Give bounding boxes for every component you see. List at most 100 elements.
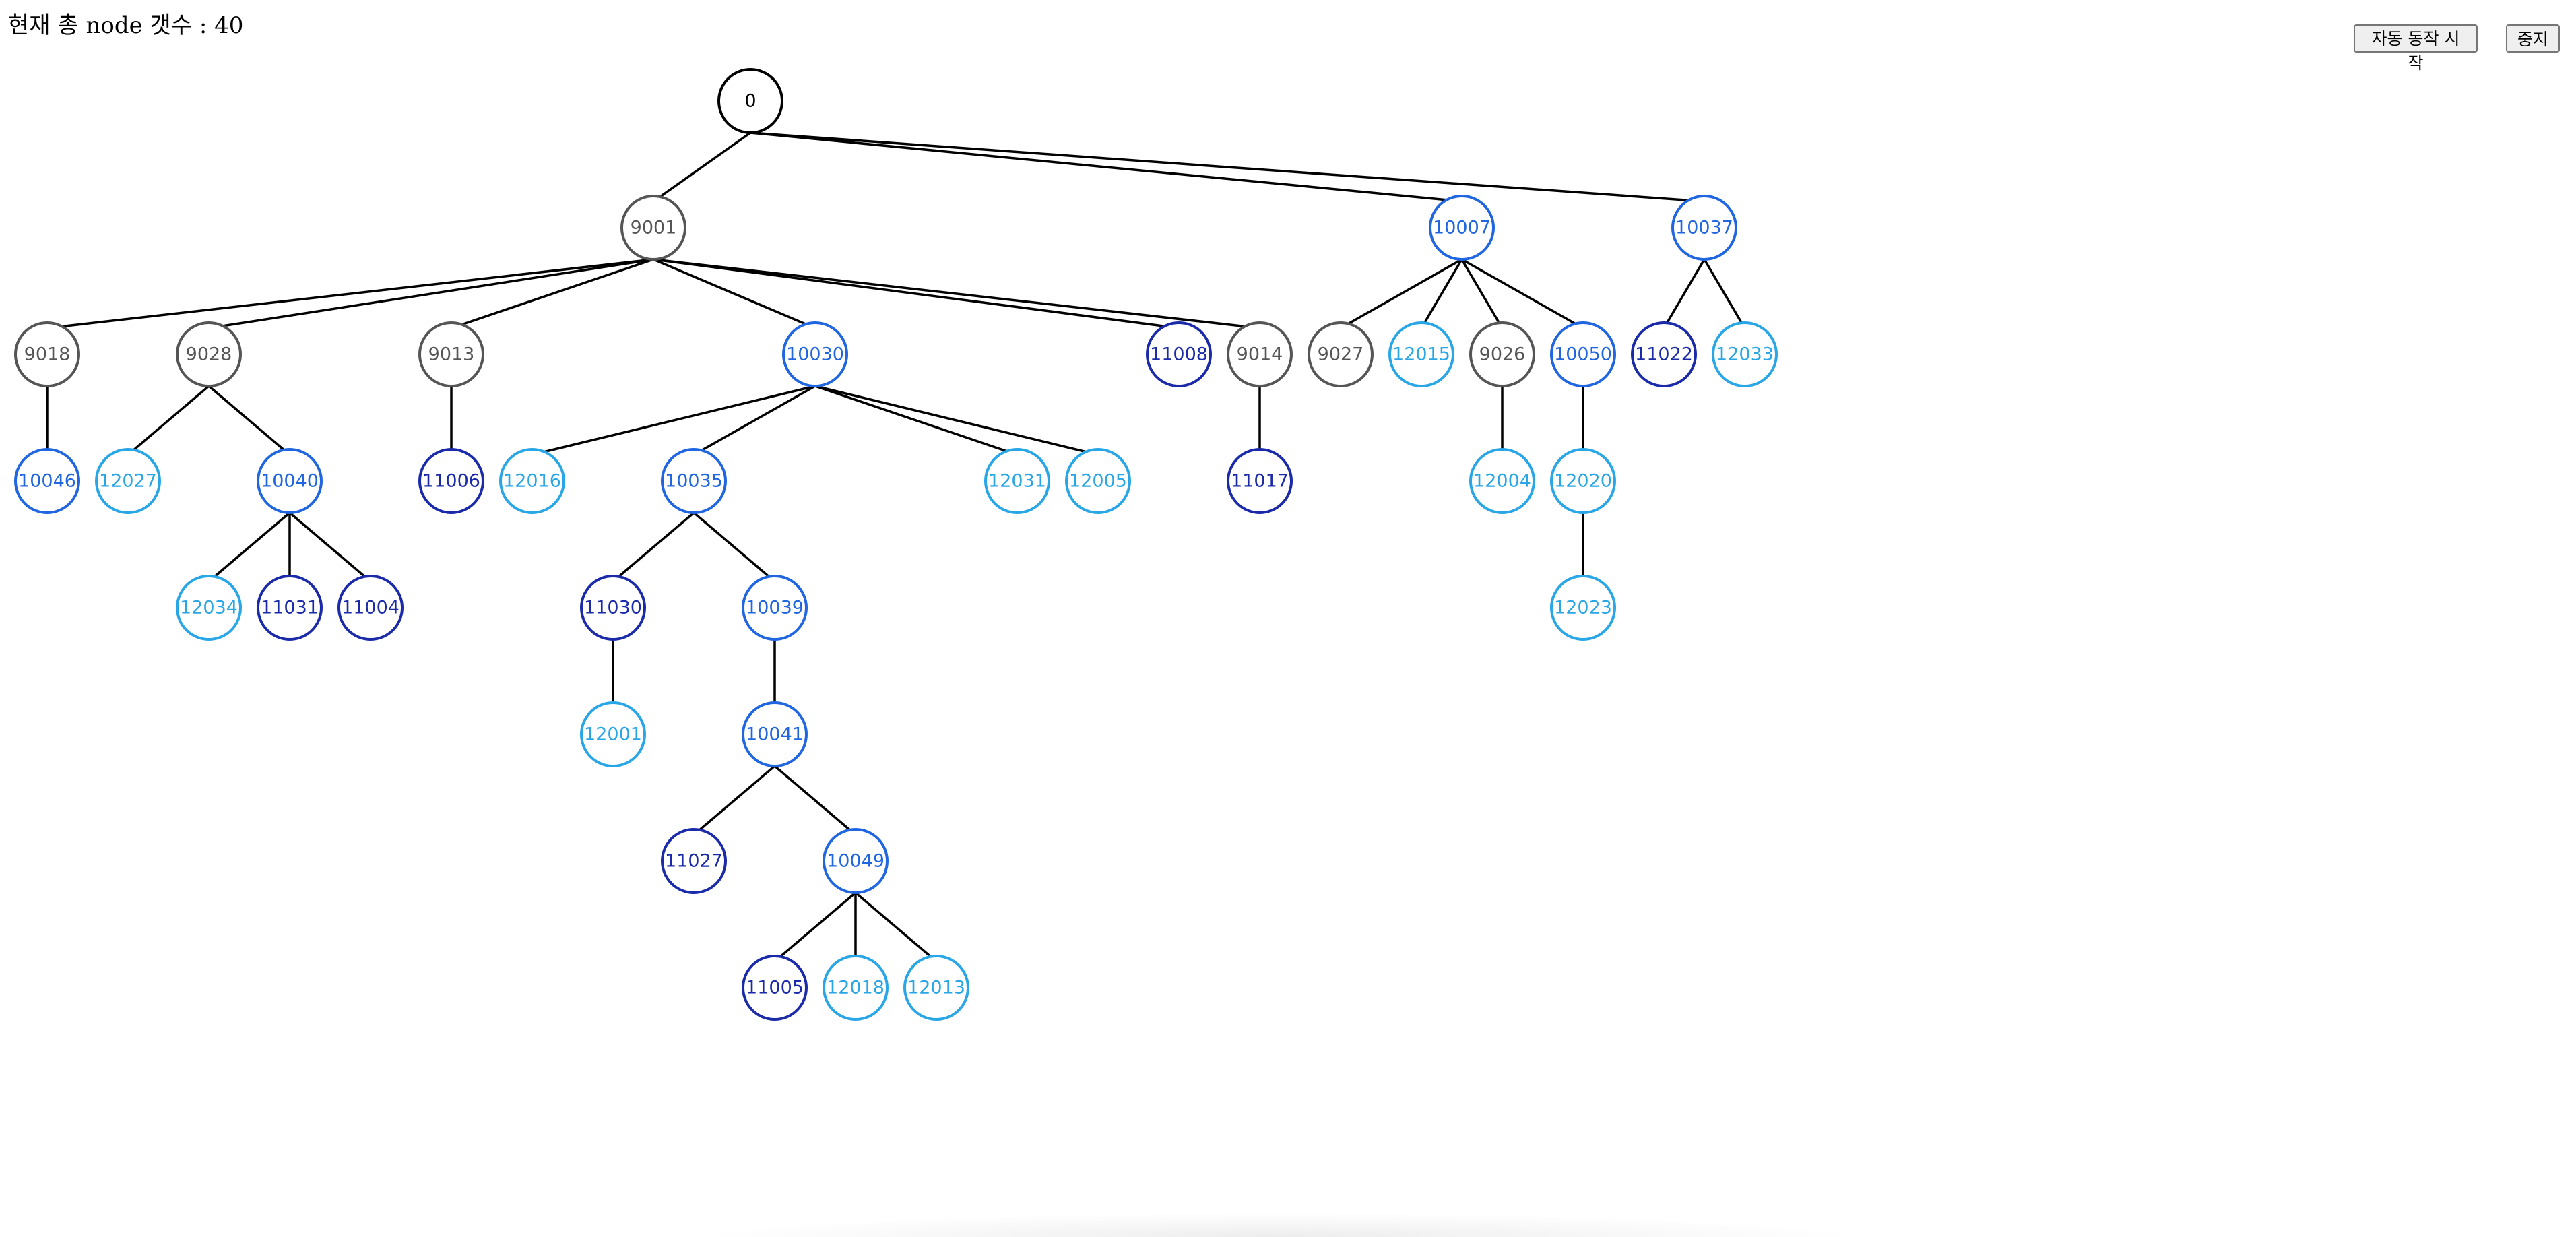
tree-node-11030: 11030 — [580, 575, 646, 641]
tree-node-10040: 10040 — [257, 448, 323, 514]
tree-node-10046: 10046 — [14, 448, 80, 514]
node-label: 11004 — [342, 598, 399, 618]
node-label: 10037 — [1675, 218, 1733, 239]
tree-node-12020: 12020 — [1550, 448, 1616, 514]
edge-10007-9026 — [1460, 259, 1504, 329]
edge-10035-11030 — [612, 511, 695, 583]
node-circle — [14, 448, 80, 514]
tree-node-11004: 11004 — [337, 575, 404, 641]
tree-node-11005: 11005 — [742, 955, 808, 1021]
node-label: 9028 — [186, 344, 232, 365]
node-circle — [823, 955, 889, 1021]
node-circle — [717, 68, 783, 134]
node-circle — [499, 448, 565, 514]
tree-node-12013: 12013 — [903, 955, 969, 1021]
tree-node-10030: 10030 — [782, 321, 848, 387]
tree-node-10007: 10007 — [1429, 195, 1495, 261]
node-label: 10040 — [261, 471, 319, 492]
edge-9001-9028 — [208, 258, 654, 329]
node-label: 12013 — [907, 978, 965, 998]
node-label: 11027 — [665, 851, 723, 872]
node-circle — [903, 955, 969, 1021]
node-count-value: 40 — [214, 12, 244, 39]
node-circle — [823, 828, 889, 894]
tree-node-12005: 12005 — [1065, 448, 1131, 514]
tree-node-12015: 12015 — [1388, 321, 1454, 387]
node-label: 10041 — [746, 724, 804, 745]
edge-10049-12013 — [854, 891, 938, 963]
tree-node-9014: 9014 — [1227, 321, 1293, 387]
tree-node-11022: 11022 — [1631, 321, 1697, 387]
node-circle — [782, 321, 848, 387]
node-circle — [1227, 321, 1293, 387]
node-count-header: 현재 총 node 갯수 : 40 — [8, 7, 243, 40]
node-label: 11008 — [1150, 344, 1208, 365]
tree-node-10039: 10039 — [742, 575, 808, 641]
edge-9001-9014 — [653, 258, 1260, 329]
edge-10030-12005 — [814, 385, 1099, 456]
node-count-label: 현재 총 node 갯수 : — [8, 12, 215, 39]
auto-start-button[interactable]: 자동 동작 시작 — [2354, 24, 2478, 73]
tree-node-10050: 10050 — [1550, 321, 1616, 387]
node-label: 12020 — [1554, 471, 1612, 492]
tree-node-10035: 10035 — [661, 448, 727, 514]
tree-node-9018: 9018 — [14, 321, 80, 387]
tree-node-9027: 9027 — [1308, 321, 1374, 387]
node-circle — [95, 448, 161, 514]
node-label: 10035 — [665, 471, 723, 492]
tree-node-11017: 11017 — [1227, 448, 1293, 514]
node-label: 11030 — [584, 598, 642, 618]
edge-10041-11027 — [693, 765, 776, 836]
node-label: 9027 — [1318, 344, 1364, 365]
node-label: 12001 — [584, 724, 642, 745]
tree-edges — [46, 131, 1746, 963]
node-label: 11006 — [422, 471, 480, 492]
tree-node-9026: 9026 — [1469, 321, 1535, 387]
edge-9001-9018 — [46, 258, 654, 329]
node-label: 10050 — [1554, 344, 1612, 365]
node-label: 12033 — [1716, 344, 1774, 365]
node-circle — [742, 955, 808, 1021]
tree-node-9028: 9028 — [176, 321, 242, 387]
node-label: 9013 — [428, 344, 475, 365]
stop-button[interactable]: 중지 — [2506, 24, 2560, 53]
node-circle — [176, 321, 242, 387]
node-circle — [580, 701, 646, 767]
node-label: 11017 — [1231, 471, 1289, 492]
tree-node-12027: 12027 — [95, 448, 161, 514]
tree-node-10037: 10037 — [1671, 195, 1737, 261]
node-circle — [620, 195, 686, 261]
tree-node-11031: 11031 — [257, 575, 323, 641]
node-circle — [1631, 321, 1697, 387]
edge-9028-10040 — [207, 385, 291, 456]
tree-node-9013: 9013 — [418, 321, 484, 387]
tree-node-10049: 10049 — [823, 828, 889, 894]
node-circle — [1227, 448, 1293, 514]
node-label: 12031 — [988, 471, 1046, 492]
node-label: 10030 — [786, 344, 844, 365]
tree-node-11027: 11027 — [661, 828, 727, 894]
edge-10007-9027 — [1340, 258, 1462, 329]
edge-9001-9013 — [451, 258, 654, 329]
node-circle — [742, 575, 808, 641]
bottom-shadow — [694, 1213, 1866, 1237]
tree-node-12023: 12023 — [1550, 575, 1616, 641]
tree-node-10041: 10041 — [742, 701, 808, 767]
node-circle — [337, 575, 404, 641]
node-label: 10049 — [827, 851, 884, 872]
node-circle — [1671, 195, 1737, 261]
node-label: 12027 — [99, 471, 157, 492]
edge-10007-12015 — [1420, 259, 1463, 329]
edge-10030-12031 — [814, 385, 1018, 456]
node-circle — [984, 448, 1050, 514]
node-circle — [257, 575, 323, 641]
node-circle — [1469, 448, 1535, 514]
node-circle — [1469, 321, 1535, 387]
node-label: 12005 — [1069, 471, 1127, 492]
tree-node-12034: 12034 — [176, 575, 242, 641]
node-label: 10007 — [1433, 218, 1491, 239]
tree-node-9001: 9001 — [620, 195, 686, 261]
edge-10030-10035 — [693, 385, 816, 456]
